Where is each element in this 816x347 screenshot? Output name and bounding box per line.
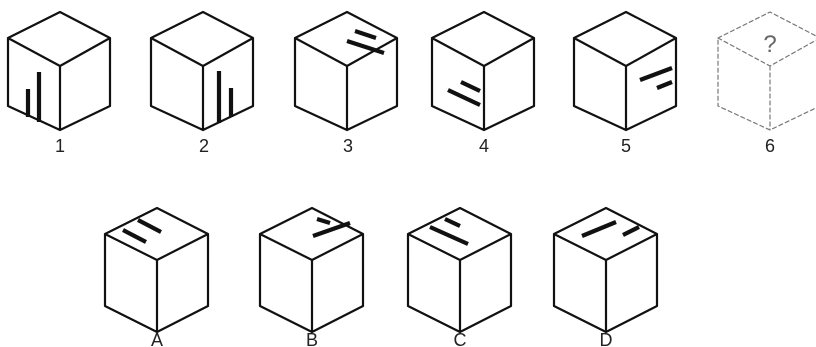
cube-label: 6 — [765, 136, 775, 156]
option-label: C — [454, 330, 467, 347]
option-b[interactable]: B — [258, 206, 365, 347]
option-d[interactable]: D — [552, 206, 659, 347]
option-label: B — [306, 330, 318, 347]
cube-label: 4 — [479, 136, 489, 156]
cube-3: 3 — [293, 10, 399, 156]
question-mark: ? — [763, 31, 776, 58]
cube-label: 5 — [621, 136, 631, 156]
cube-label: 1 — [55, 136, 65, 156]
cube-label: 3 — [343, 136, 353, 156]
cube-6-unknown: ? 6 — [717, 11, 816, 156]
cube-5: 5 — [572, 10, 678, 156]
cube-label: 2 — [199, 136, 209, 156]
cube-2: 2 — [149, 10, 255, 156]
option-label: A — [151, 330, 163, 347]
cube-4: 4 — [430, 10, 536, 156]
option-a[interactable]: A — [103, 206, 210, 347]
option-c[interactable]: C — [406, 206, 513, 347]
option-label: D — [600, 330, 613, 347]
cube-1: 1 — [6, 10, 112, 156]
